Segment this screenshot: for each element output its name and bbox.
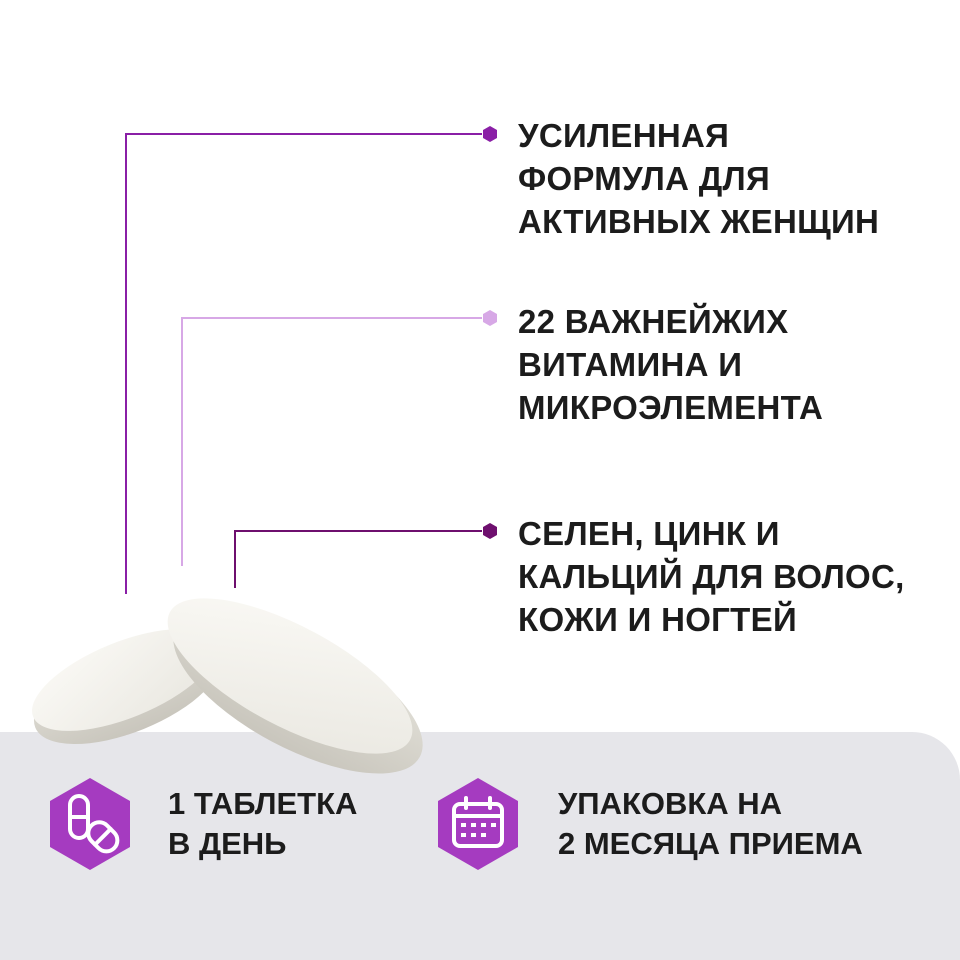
tablet-front: [167, 598, 423, 774]
hexagon-bullet-icon: [483, 523, 497, 539]
tablets-image: [32, 598, 423, 774]
package-info: УПАКОВКА НА 2 МЕСЯЦА ПРИЕМА: [558, 786, 863, 861]
hexagon-bullet-icon: [483, 310, 497, 326]
feature-text-1: УСИЛЕННАЯ ФОРМУЛА ДЛЯ АКТИВНЫХ ЖЕНЩИН: [518, 117, 880, 240]
hexagon-bullet-icon: [483, 126, 497, 142]
feature-text-3: СЕЛЕН, ЦИНК И КАЛЬЦИЙ ДЛЯ ВОЛОС, КОЖИ И …: [518, 515, 905, 638]
leader-line-1: [125, 133, 482, 594]
tablet-back: [32, 629, 223, 745]
leader-line-3: [234, 530, 482, 588]
feature-text-2: 22 ВАЖНЕЙЖИХ ВИТАМИНА И МИКРОЭЛЕМЕНТА: [518, 303, 824, 426]
dosage-info: 1 ТАБЛЕТКА В ДЕНЬ: [168, 786, 358, 861]
calendar-icon: [438, 778, 518, 870]
leader-line-2: [181, 317, 482, 566]
capsules-icon: [50, 778, 130, 870]
